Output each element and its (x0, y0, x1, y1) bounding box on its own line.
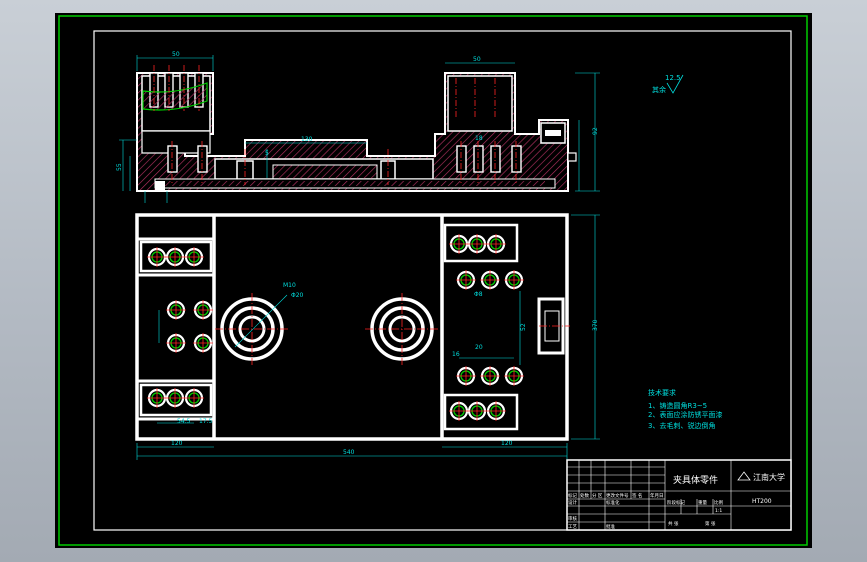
dim-pitch-a: 54.5 (177, 418, 191, 425)
outer-border (58, 15, 808, 546)
hdr-date: 年月日 (650, 492, 664, 499)
row-process: 工艺 (568, 524, 577, 530)
tech-note-2: 2、表面应涂防锈平面漆 (648, 410, 722, 419)
drawing-canvas: 50 50 130 92 55 5 18 12.5 其余 (58, 15, 808, 546)
row-design: 设计 (568, 499, 577, 506)
title-block: 夹具体零件 江南大学 HT200 标记 处数 分 区 更改文件号 签 名 年月日… (566, 459, 792, 531)
hdr-mark: 标记 (568, 492, 577, 499)
dim-v: 52 (520, 323, 527, 331)
technical-notes: 技术要求 1、铸造圆角R3~5 2、表面应涂防锈平面漆 3、去毛刺、锐边倒角 (648, 388, 722, 430)
dim-left-part: 120 (171, 440, 183, 447)
dim-right-part: 120 (501, 440, 513, 447)
row-approve: 批准 (606, 523, 615, 530)
dim-top-width: 50 (172, 51, 180, 58)
dim-pitch-b: 17.5 (199, 418, 213, 425)
logo-icon (737, 471, 751, 481)
roughness-rest: 其余 (652, 85, 666, 94)
dim-h-right: 92 (592, 127, 599, 135)
hdr-zone: 分 区 (592, 492, 603, 499)
dim-small-a: 5 (265, 150, 269, 157)
plan-dimensions (136, 214, 600, 460)
hdr-count: 处数 (580, 492, 589, 499)
title-material: HT200 (752, 498, 772, 505)
tech-note-3: 3、去毛刺、锐边倒角 (648, 421, 715, 430)
title-part-name: 夹具体零件 (673, 474, 718, 486)
dim-hole: Φ20 (291, 292, 304, 299)
roughness-value: 12.5 (665, 74, 681, 82)
section-dimensions (119, 55, 600, 203)
dim-c1: 16 (452, 351, 460, 358)
dim-c2: 20 (475, 344, 483, 351)
hdr-weight: 重量 (698, 499, 707, 506)
roughness-symbol: 12.5 其余 (652, 74, 684, 94)
dim-h-total: 55 (116, 163, 123, 171)
dim-small-b: 18 (475, 135, 483, 142)
dim-pin: Φ8 (474, 291, 483, 298)
hdr-sign: 签 名 (632, 492, 642, 499)
plan-view (135, 213, 570, 441)
hdr-docno: 更改文件号 (606, 492, 629, 499)
dim-height-plan: 370 (592, 319, 599, 331)
row-review: 审核 (568, 515, 577, 522)
cad-viewport[interactable]: 50 50 130 92 55 5 18 12.5 其余 (55, 13, 812, 548)
title-school: 江南大学 (753, 472, 785, 482)
tech-note-1: 1、铸造圆角R3~5 (648, 401, 707, 410)
dim-mid-len: 130 (301, 136, 313, 143)
tech-heading: 技术要求 (648, 388, 676, 397)
row-std: 标准化 (606, 499, 620, 506)
section-view (136, 65, 577, 192)
hdr-scale: 比例 (714, 499, 723, 506)
dim-top-width-right: 50 (473, 56, 481, 63)
title-scale: 1:1 (715, 508, 722, 514)
dim-overall: 540 (343, 449, 355, 456)
hdr-stage: 阶段标记 (667, 499, 685, 506)
title-share: 共 张 (668, 520, 679, 527)
title-sheet: 第 张 (705, 520, 716, 527)
drawing-frame (93, 30, 792, 531)
dim-bolt: M10 (283, 282, 296, 289)
